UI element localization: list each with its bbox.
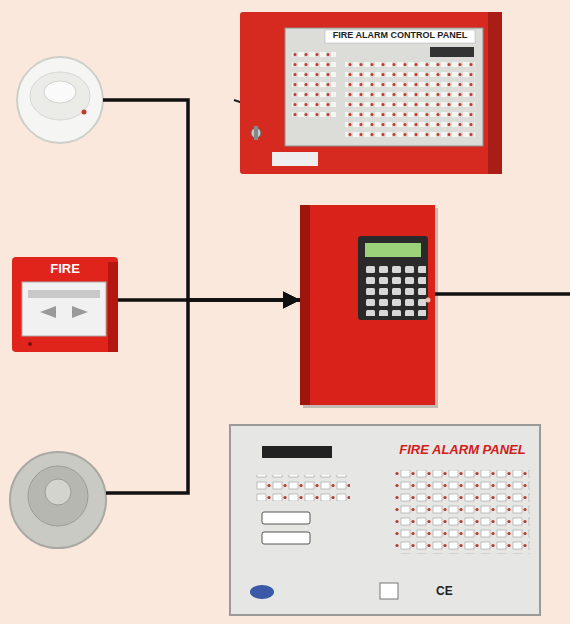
panel-face — [230, 425, 540, 615]
panel-node: FIRE ALARM PANEL — [230, 425, 540, 615]
panel-face — [285, 28, 483, 146]
alarm-panel-picture — [230, 425, 540, 615]
panel-side — [488, 12, 502, 174]
panel-display — [430, 47, 474, 57]
indicator-column — [292, 52, 336, 122]
button-row — [262, 532, 310, 544]
device-node — [300, 205, 435, 405]
mark-label: CE — [436, 585, 453, 598]
title-strip — [325, 30, 475, 43]
key — [254, 126, 258, 140]
detector-body — [17, 57, 103, 143]
door-lock — [426, 298, 431, 303]
call-point-side — [108, 262, 118, 352]
panel-node: FIRE — [12, 257, 118, 352]
panel-title: FIRE ALARM CONTROL PANEL — [325, 31, 475, 41]
break-glass — [22, 282, 106, 336]
device-node — [17, 57, 103, 143]
panel-title: FIRE — [12, 262, 118, 276]
signal-wire — [103, 100, 300, 300]
detector-cap — [44, 81, 76, 103]
keypad-keys — [362, 262, 426, 316]
screw — [28, 342, 32, 346]
detector-body — [10, 452, 106, 548]
panel-housing — [300, 205, 435, 405]
glass-arrows — [40, 306, 88, 318]
logo — [250, 585, 274, 599]
output-line — [435, 292, 570, 296]
control-panel-picture — [234, 12, 502, 174]
lcd-display — [365, 243, 421, 257]
detector-chamber — [28, 466, 88, 526]
panel-title: FIRE ALARM PANEL — [390, 443, 535, 457]
logo — [380, 583, 398, 599]
panel-node: FIRE ALARM CONTROL PANEL — [240, 12, 502, 174]
panel-housing — [240, 12, 502, 174]
manual-call-point — [12, 257, 118, 352]
detector-cap — [45, 479, 71, 505]
panel-tag — [272, 152, 318, 166]
detector-chamber — [30, 72, 90, 120]
indicator-grid — [345, 60, 475, 140]
smoke-detector — [10, 452, 106, 548]
device-node — [10, 452, 106, 548]
call-point-body — [12, 257, 118, 352]
glass-print — [28, 290, 100, 298]
button-row — [262, 512, 310, 524]
panel-edge — [300, 205, 310, 405]
status-leds — [255, 475, 350, 501]
keypad — [358, 236, 428, 320]
panel-display — [262, 446, 332, 458]
detector-led — [82, 110, 87, 115]
smoke-detector — [17, 57, 103, 143]
central-panel-picture — [300, 205, 438, 408]
zone-grid — [395, 470, 530, 554]
signal-wire — [106, 300, 300, 493]
